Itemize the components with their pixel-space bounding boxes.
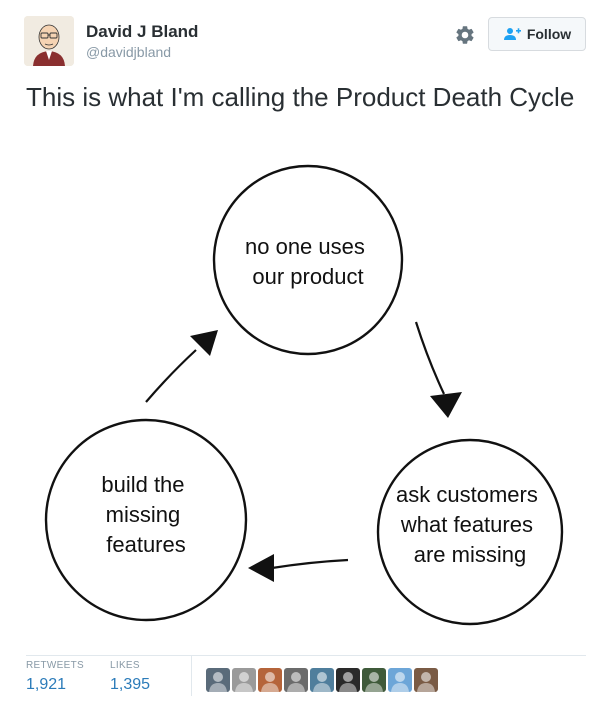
node-left-line-2: missing — [106, 502, 181, 527]
liker-avatar[interactable] — [206, 668, 230, 692]
cycle-node-left-label: build the missing features — [101, 472, 190, 557]
liker-avatar[interactable] — [310, 668, 334, 692]
avatar-illustration — [24, 16, 74, 66]
author-handle[interactable]: @davidjbland — [86, 44, 172, 60]
node-left-line-1: build the — [101, 472, 184, 497]
cycle-node-right: ask customers what features are missing — [376, 438, 564, 626]
author-name[interactable]: David J Bland — [86, 22, 199, 41]
liker-avatars — [206, 668, 438, 692]
likes-stat[interactable]: LIKES 1,395 — [110, 660, 150, 694]
follow-button-label: Follow — [526, 26, 572, 42]
node-right-line-2: what features — [400, 512, 533, 537]
follow-button[interactable]: Follow — [488, 17, 586, 51]
likes-value: 1,395 — [110, 676, 151, 693]
cycle-arrow-top-to-right — [414, 321, 462, 418]
node-top-line-1: no one uses — [245, 234, 365, 259]
liker-avatar[interactable] — [284, 668, 308, 692]
likes-label: LIKES — [110, 660, 140, 671]
cycle-node-left: build the missing features — [44, 418, 248, 622]
node-top-line-2: our product — [252, 264, 363, 289]
cycle-node-top: no one uses our product — [212, 164, 404, 356]
tweet-header: David J Bland @davidjbland Follow — [0, 0, 615, 80]
liker-avatar[interactable] — [414, 668, 438, 692]
stats-top-divider — [26, 655, 586, 656]
liker-avatar[interactable] — [336, 668, 360, 692]
retweets-label: RETWEETS — [26, 660, 84, 671]
product-death-cycle-diagram: no one uses our product ask customers wh… — [44, 164, 564, 626]
retweets-stat[interactable]: RETWEETS 1,921 — [26, 660, 84, 694]
liker-avatar[interactable] — [362, 668, 386, 692]
node-left-line-3: features — [106, 532, 186, 557]
liker-avatar[interactable] — [232, 668, 256, 692]
cycle-node-right-label: ask customers what features are missing — [396, 482, 544, 567]
liker-avatar[interactable] — [258, 668, 282, 692]
retweets-value: 1,921 — [26, 676, 67, 693]
cycle-node-top-label: no one uses our product — [245, 234, 371, 289]
gear-icon[interactable] — [454, 24, 476, 46]
stats-separator — [191, 656, 192, 696]
node-right-line-3: are missing — [414, 542, 526, 567]
node-right-line-1: ask customers — [396, 482, 538, 507]
cycle-arrow-left-to-top — [145, 330, 218, 403]
avatar[interactable] — [24, 16, 74, 66]
add-user-icon — [503, 28, 521, 40]
liker-avatar[interactable] — [388, 668, 412, 692]
cycle-arrow-right-to-left — [248, 554, 349, 582]
tweet-text: This is what I'm calling the Product Dea… — [26, 82, 575, 112]
